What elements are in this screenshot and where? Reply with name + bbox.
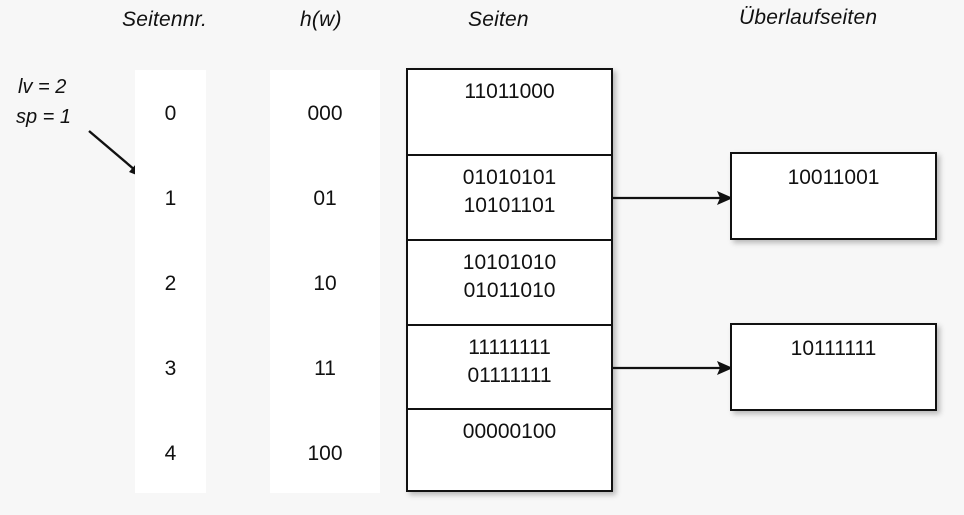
page-entry-3-0: 11111111 (468, 336, 551, 359)
seitennr-cell-3: 3 (164, 357, 177, 380)
overflow-entry-1-0: 10111111 (790, 337, 877, 360)
hw-cell-4: 100 (307, 442, 343, 465)
column-strip-hw: 000 01 10 11 100 (270, 70, 380, 493)
column-header-ueberlaufseiten: Überlaufseiten (739, 6, 878, 29)
page-row-4: 00000100 (408, 408, 611, 490)
seitennr-cell-0: 0 (164, 102, 177, 125)
page-row-3: 11111111 01111111 (408, 324, 611, 408)
page-entry-3-1: 01111111 (467, 364, 552, 387)
seitennr-cell-4: 4 (164, 442, 177, 465)
pages-table: 11011000 01010101 10101101 10101010 0101… (406, 68, 613, 492)
hw-cell-0: 000 (307, 102, 343, 125)
page-entry-4-0: 00000100 (462, 420, 557, 443)
hw-cell-1: 01 (313, 187, 337, 210)
page-row-2: 10101010 01011010 (408, 239, 611, 324)
overflow-page-0: 10011001 (730, 152, 937, 240)
column-strip-seitennr: 0 1 2 3 4 (135, 70, 206, 493)
seitennr-cell-2: 2 (164, 272, 177, 295)
overflow-page-1: 10111111 (730, 323, 937, 411)
column-header-hw: h(w) (300, 8, 342, 31)
column-header-seiten: Seiten (468, 8, 529, 31)
arrow-right-icon-page3-to-overflow1 (611, 361, 733, 375)
hw-cell-3: 11 (314, 357, 336, 380)
page-entry-0-0: 11011000 (464, 80, 555, 103)
overflow-entry-0-0: 10011001 (787, 166, 880, 189)
param-lv: lv = 2 (18, 76, 67, 98)
param-sp: sp = 1 (16, 106, 72, 128)
page-entry-1-1: 10101101 (463, 194, 556, 217)
seitennr-cell-1: 1 (164, 187, 177, 210)
column-header-seitennr: Seitennr. (122, 8, 208, 31)
page-row-0: 11011000 (408, 70, 611, 154)
hw-cell-2: 10 (313, 272, 337, 295)
page-entry-2-1: 01011010 (463, 279, 556, 302)
page-row-1: 01010101 10101101 (408, 154, 611, 239)
page-entry-2-0: 10101010 (462, 251, 557, 274)
arrow-right-icon-page1-to-overflow0 (611, 191, 733, 205)
page-entry-1-0: 01010101 (462, 166, 557, 189)
